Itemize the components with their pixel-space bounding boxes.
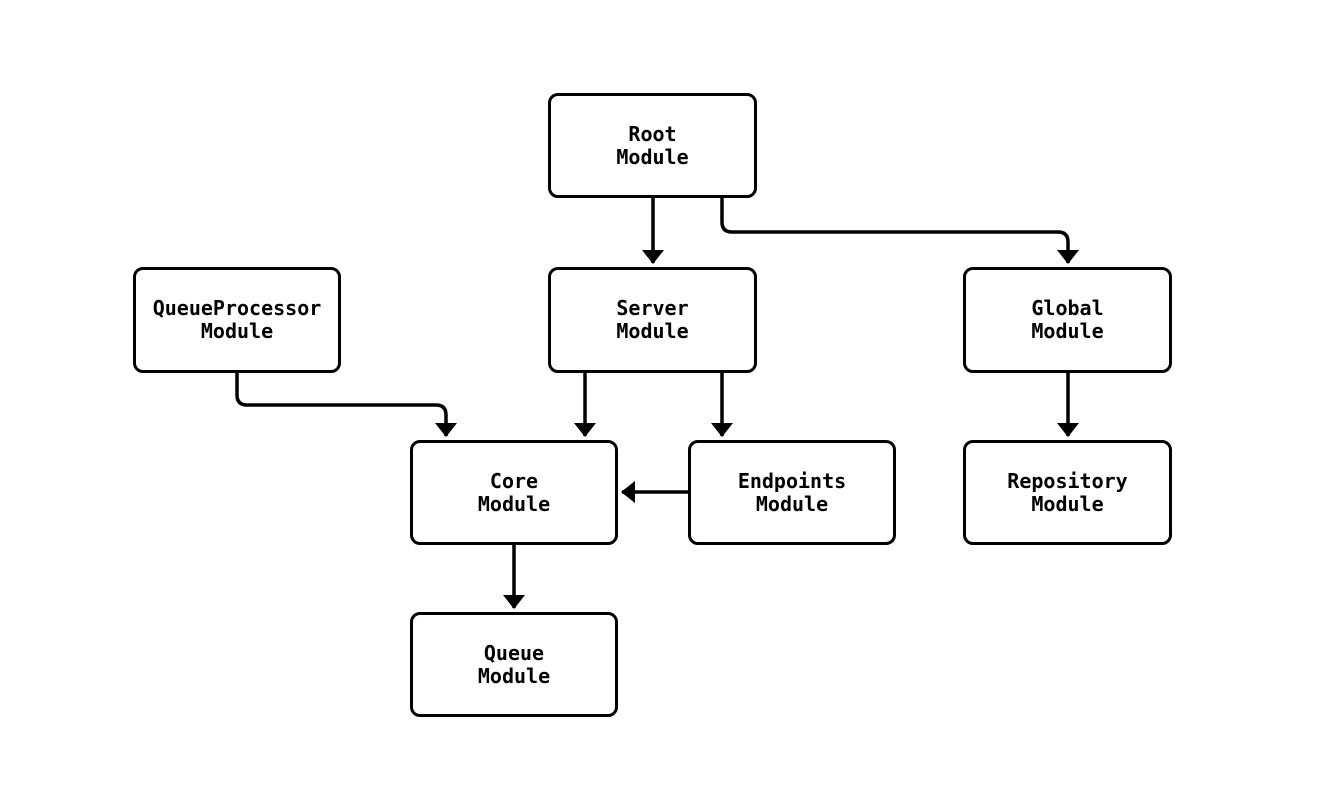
node-queueprocessor-module: QueueProcessor Module [133, 267, 341, 373]
node-label-line: Module [200, 319, 274, 343]
node-endpoints-module: Endpoints Module [688, 440, 896, 545]
edge-queueprocessor-to-core [235, 373, 457, 437]
node-label-line: Module [477, 491, 551, 516]
node-server-module: Server Module [548, 267, 757, 373]
node-label-line: Endpoints [737, 468, 847, 493]
node-label-line: Queue [483, 640, 545, 665]
node-label-line: Root [628, 121, 677, 146]
node-repository-module: Repository Module [963, 440, 1172, 545]
node-core-module: Core Module [410, 440, 618, 545]
node-label-line: Module [616, 319, 689, 343]
node-label-line: Global [1031, 296, 1104, 320]
node-global-module: Global Module [963, 267, 1172, 373]
node-label-line: Module [477, 663, 551, 688]
node-label-line: Server [616, 296, 689, 320]
node-root-module: Root Module [548, 93, 757, 198]
node-label-line: Module [1031, 491, 1104, 516]
node-label-line: Core [489, 468, 539, 493]
node-label-line: Module [1031, 319, 1104, 343]
node-queue-module: Queue Module [410, 612, 618, 717]
edge-root-to-global [720, 198, 1079, 264]
node-label-line: QueueProcessor [152, 296, 322, 320]
node-label-line: Module [616, 144, 689, 169]
node-label-line: Module [755, 491, 829, 516]
node-label-line: Repository [1007, 468, 1128, 493]
